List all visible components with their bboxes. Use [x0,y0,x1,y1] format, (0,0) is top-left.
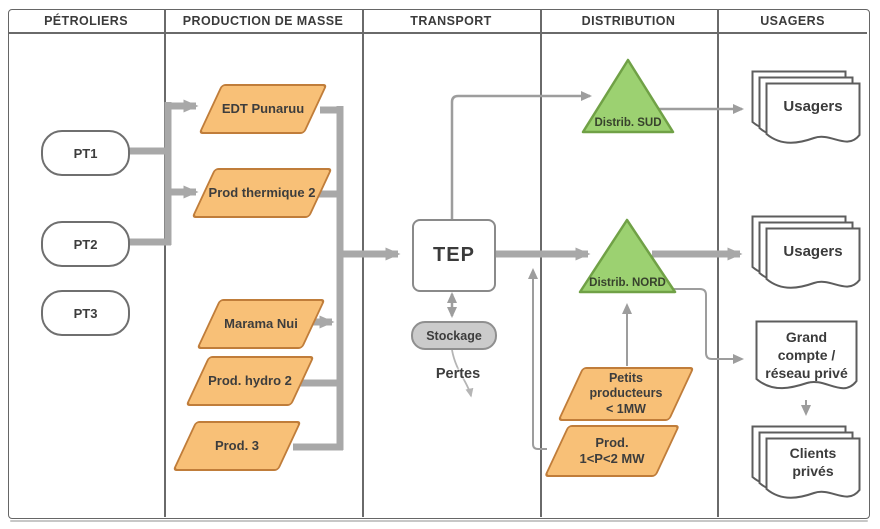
node-prod-3-label: Prod. 3 [214,438,260,454]
pertes-label: Pertes [435,366,481,382]
lane-title-distribution: DISTRIBUTION [581,14,676,28]
lane-separator-3 [540,9,542,517]
node-pt3-label: PT3 [73,305,98,321]
lane-title-usagers: USAGERS [760,14,825,28]
node-prod-1-2mw-label: Prod. 1<P<2 MW [579,435,645,466]
lane-title-transport: TRANSPORT [410,14,492,28]
node-prod-thermique: Prod thermique 2 [191,168,333,218]
lane-separator-2 [362,9,364,517]
lane-title-petroliers: PÉTROLIERS [44,14,128,28]
connector-tep-sud [450,91,592,219]
swimlane-frame [8,9,870,519]
node-marama-nui: Marama Nui [196,299,326,349]
node-pt1-label: PT1 [73,145,98,161]
lane-title-production: PRODUCTION DE MASSE [182,14,344,28]
node-prod-hydro: Prod. hydro 2 [185,356,315,406]
connector-pertes-curve [451,349,474,398]
header-divider [9,32,867,34]
node-prod-thermique-label: Prod thermique 2 [208,185,316,201]
node-edt-punaruu: EDT Punaruu [198,84,328,134]
lane-separator-4 [717,9,719,517]
node-pt3: PT3 [41,290,130,336]
node-tep: TEP [412,219,496,292]
node-pt1: PT1 [41,130,130,176]
connector-prod12-line [528,268,547,450]
connector-nord-grandcompte [674,288,744,364]
frame-shadow [10,520,868,522]
node-pt2-label: PT2 [73,236,98,252]
node-marama-nui-label: Marama Nui [224,316,298,332]
node-stockage-label: Stockage [426,328,482,343]
node-tep-label: TEP [433,244,475,266]
node-pt2: PT2 [41,221,130,267]
node-stockage: Stockage [411,321,497,350]
node-prod-1-2mw: Prod. 1<P<2 MW [543,425,681,477]
node-prod-3: Prod. 3 [172,421,302,471]
node-edt-punaruu-label: EDT Punaruu [221,101,305,117]
lane-separator-1 [164,9,166,517]
node-prod-hydro-label: Prod. hydro 2 [208,373,292,389]
node-petits-producteurs-label: Petits producteurs < 1MW [589,371,663,416]
node-petits-producteurs: Petits producteurs < 1MW [557,367,695,421]
